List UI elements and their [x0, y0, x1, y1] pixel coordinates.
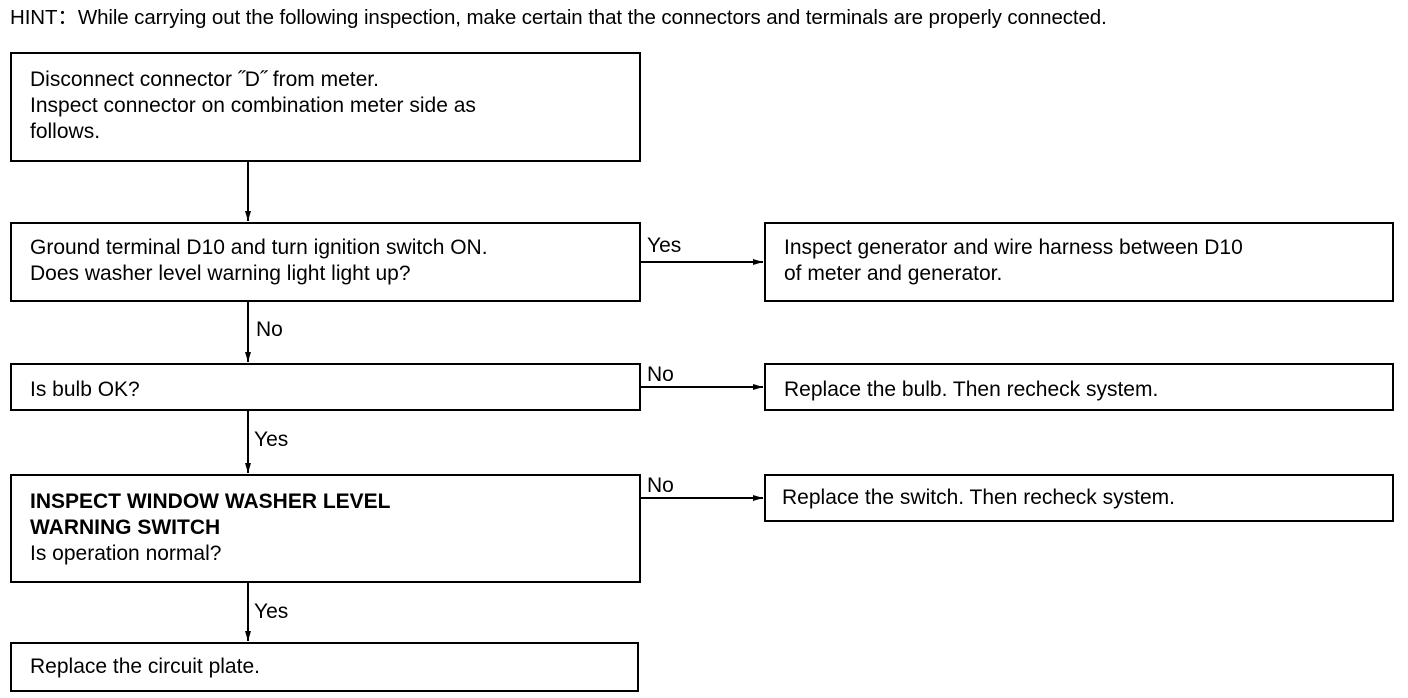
hint-text: HINT：While carrying out the following in…	[10, 6, 1107, 29]
result-1-line-2: of meter and generator.	[784, 262, 1003, 285]
result-3-box: Replace the switch. Then recheck system.	[764, 474, 1394, 522]
step-5-line-1: Replace the circuit plate.	[30, 655, 260, 678]
step-1-line-2: Inspect connector on combination meter s…	[30, 94, 476, 117]
result-3-line-1: Replace the switch. Then recheck system.	[782, 486, 1175, 509]
step-2-box: Ground terminal D10 and turn ignition sw…	[10, 222, 641, 302]
branch-label-step4-no: No	[647, 474, 674, 497]
step-1-line-3: follows.	[30, 120, 101, 143]
step-4-question: Is operation normal?	[30, 542, 222, 565]
result-1-line-1: Inspect generator and wire harness betwe…	[784, 236, 1243, 259]
result-2-line-1: Replace the bulb. Then recheck system.	[784, 378, 1159, 401]
step-1-line-1: Disconnect connector ˝D˝ from meter.	[30, 68, 379, 91]
step-1-box: Disconnect connector ˝D˝ from meter. Ins…	[10, 52, 641, 162]
result-2-box: Replace the bulb. Then recheck system.	[764, 363, 1394, 411]
step-3-line-1: Is bulb OK?	[30, 378, 140, 401]
step-4-title-line-2: WARNING SWITCH	[30, 516, 221, 539]
step-2-line-2: Does washer level warning light light up…	[30, 262, 411, 285]
step-2-line-1: Ground terminal D10 and turn ignition sw…	[30, 236, 488, 259]
step-4-title-line-1: INSPECT WINDOW WASHER LEVEL	[30, 490, 391, 513]
step-4-box: INSPECT WINDOW WASHER LEVEL WARNING SWIT…	[10, 474, 641, 583]
branch-label-step2-no: No	[256, 318, 283, 341]
result-1-box: Inspect generator and wire harness betwe…	[764, 222, 1394, 302]
branch-label-step3-no: No	[647, 363, 674, 386]
step-5-box: Replace the circuit plate.	[10, 642, 639, 692]
branch-label-step2-yes: Yes	[647, 234, 682, 257]
step-3-box: Is bulb OK?	[10, 363, 641, 411]
branch-label-step4-yes: Yes	[254, 600, 289, 623]
branch-label-step3-yes: Yes	[254, 428, 289, 451]
